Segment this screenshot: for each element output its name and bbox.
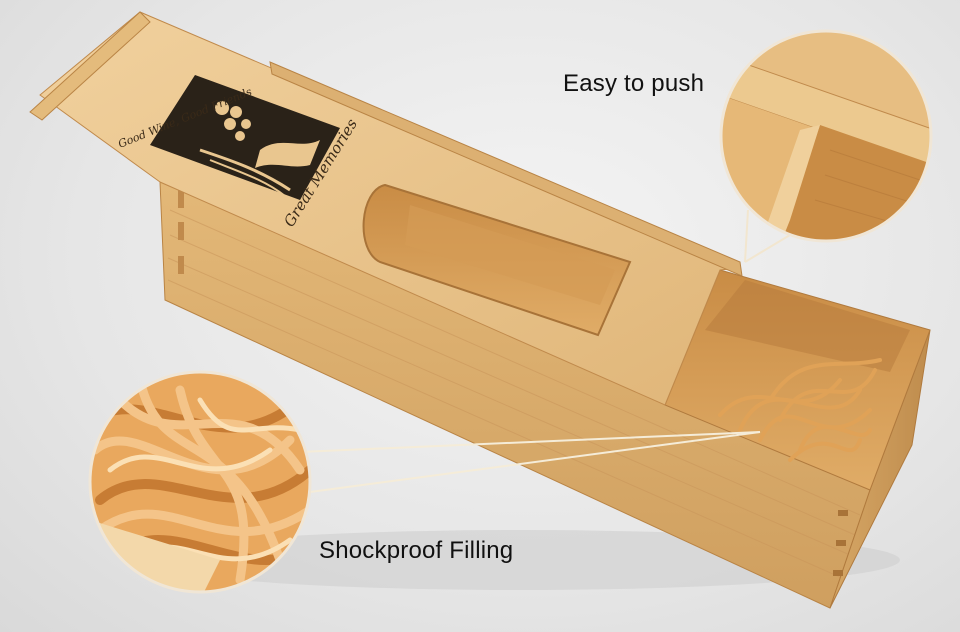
finger-hole-inner xyxy=(405,205,615,305)
push-zoom-circle xyxy=(719,29,933,243)
box-joints-right xyxy=(833,510,848,576)
lid-engraving-artwork xyxy=(150,75,340,200)
lid-end-strip xyxy=(29,11,151,121)
filling-callout-lines xyxy=(299,431,761,493)
filling-zoom-circle xyxy=(88,370,312,594)
lid-side-rail xyxy=(269,61,743,277)
compartment-back-wall xyxy=(705,280,910,372)
easy-to-push-label: Easy to push xyxy=(563,70,705,97)
front-wood-grain xyxy=(167,209,861,579)
box-joints-left xyxy=(178,190,184,274)
shockproof-filling-label: Shockproof Filling xyxy=(319,537,514,564)
push-callout-lines xyxy=(744,209,791,263)
box-shred-filling xyxy=(718,358,882,462)
